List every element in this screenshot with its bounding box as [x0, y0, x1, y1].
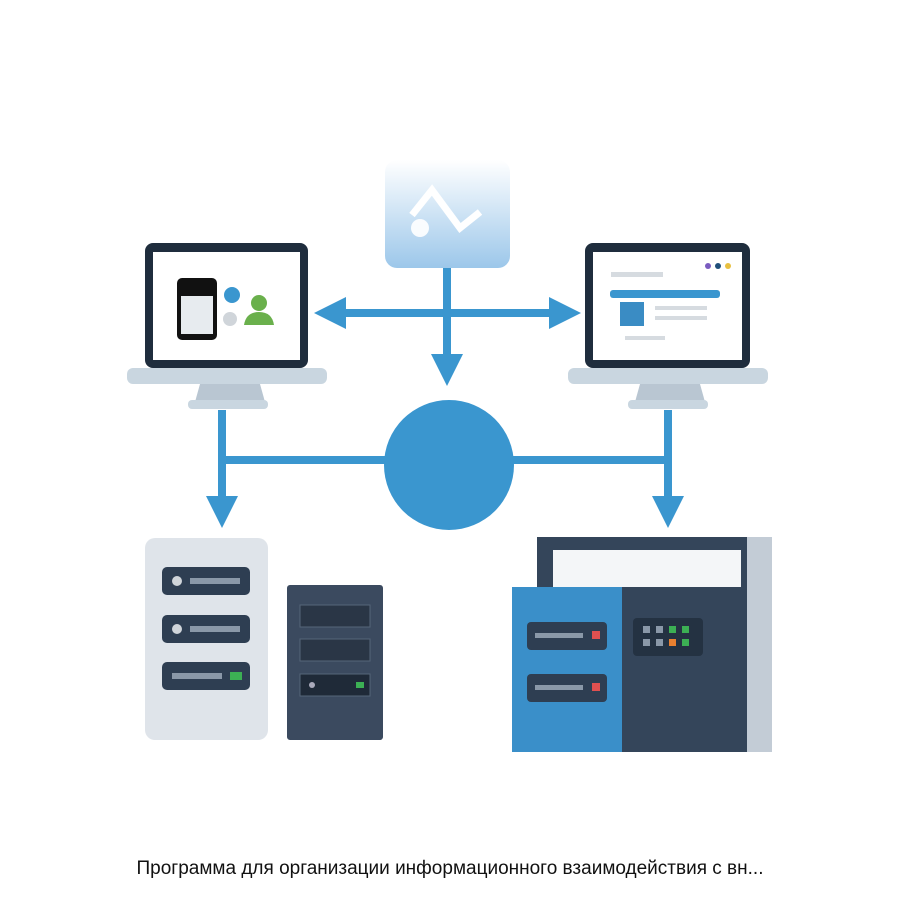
hub-circle-icon — [384, 400, 514, 530]
caption: Программа для организации информационног… — [136, 858, 764, 879]
server-cabinet-icon — [512, 537, 772, 752]
server-tower-icon — [287, 585, 383, 740]
image-cloud-icon — [385, 160, 510, 268]
laptop-left-icon — [127, 243, 327, 409]
laptop-right-icon — [568, 243, 768, 409]
server-rack-icon — [145, 538, 268, 740]
